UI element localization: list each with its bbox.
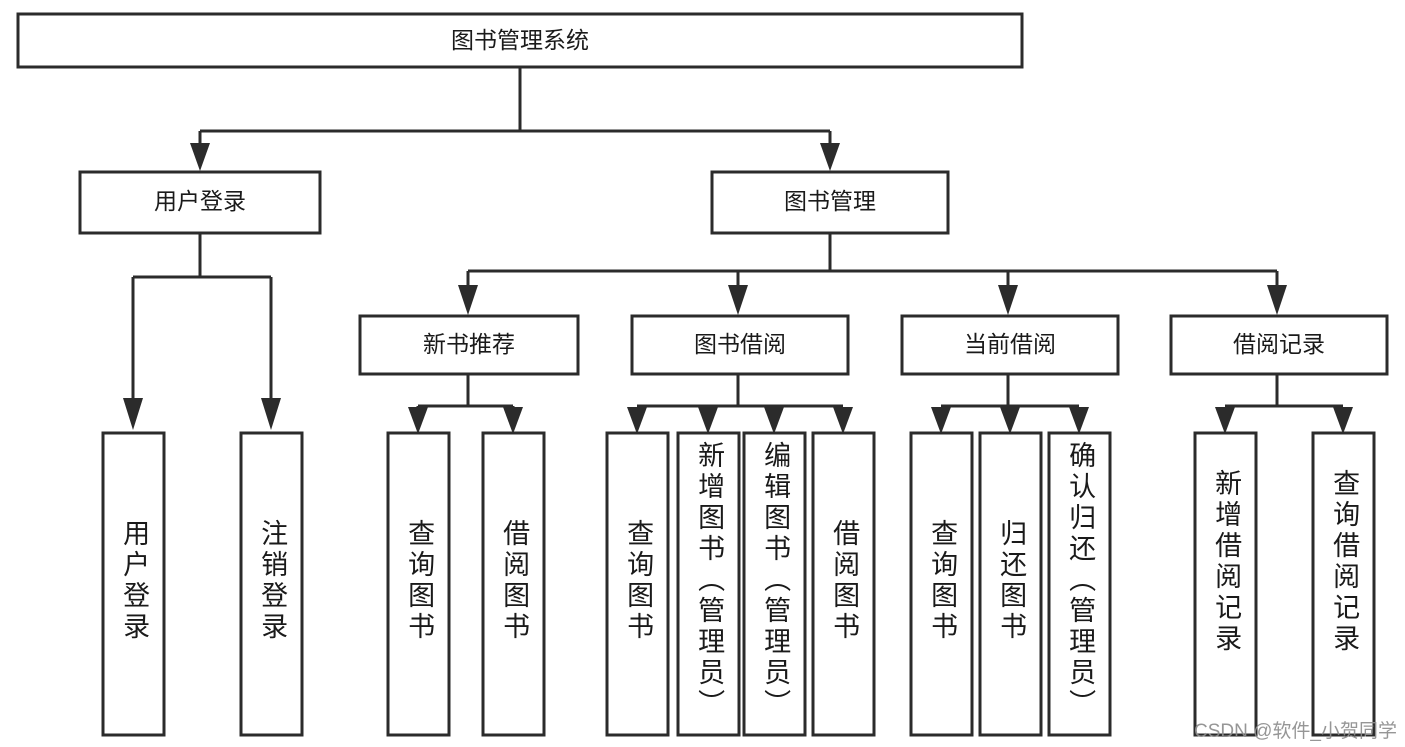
node-current-borrow[interactable]: 当前借阅 <box>900 314 1120 376</box>
arrow-head-leaf-user-logout <box>261 398 281 430</box>
node-book-borrow-box[interactable] <box>630 314 850 376</box>
arrow-head-leaf-borrow-query <box>627 407 647 434</box>
arrow-head-leaf-borrow-lend <box>833 407 853 434</box>
node-book-manage[interactable]: 图书管理 <box>710 170 950 235</box>
arrow-head-borrow-record <box>1267 285 1287 315</box>
node-leaf-current-return-box[interactable] <box>978 431 1043 737</box>
arrow-head-leaf-current-return <box>1000 407 1020 434</box>
node-leaf-current-confirm-box[interactable] <box>1047 431 1112 737</box>
arrow-head-bookmanage <box>820 143 840 171</box>
node-book-borrow[interactable]: 图书借阅 <box>630 314 850 376</box>
arrow-head-leaf-record-add <box>1215 407 1235 434</box>
arrow-head-leaf-rec-query <box>408 407 428 434</box>
node-user-login-label: 用户登录 <box>154 188 246 214</box>
node-leaf-user-logout-box[interactable] <box>239 431 304 737</box>
node-user-login-box[interactable] <box>78 170 322 235</box>
arrow-head-leaf-borrow-add <box>698 407 718 434</box>
arrow-head-new-book-rec <box>458 285 478 315</box>
node-leaf-rec-query-box[interactable] <box>386 431 451 737</box>
arrow-head-leaf-borrow-edit <box>764 407 784 434</box>
node-leaf-record-add-box[interactable] <box>1193 431 1258 737</box>
arrow-head-leaf-rec-borrow <box>503 407 523 434</box>
node-current-borrow-label: 当前借阅 <box>964 331 1056 357</box>
node-leaf-rec-borrow-box[interactable] <box>481 431 546 737</box>
arrow-head-current-borrow <box>998 285 1018 315</box>
node-root-box[interactable] <box>16 12 1024 69</box>
connector-layer <box>123 67 1353 434</box>
node-borrow-record-box[interactable] <box>1169 314 1389 376</box>
node-leaf-borrow-lend-box[interactable] <box>811 431 876 737</box>
node-book-borrow-label: 图书借阅 <box>694 331 786 357</box>
node-leaf-current-query-box[interactable] <box>909 431 974 737</box>
arrow-head-userlogin <box>190 143 210 171</box>
node-new-book-rec-box[interactable] <box>358 314 580 376</box>
node-new-book-rec-label: 新书推荐 <box>423 331 515 357</box>
node-root-label: 图书管理系统 <box>451 27 589 53</box>
arrow-head-leaf-record-query <box>1333 407 1353 434</box>
node-leaf-user-login-box[interactable] <box>101 431 166 737</box>
node-new-book-rec[interactable]: 新书推荐 <box>358 314 580 376</box>
node-book-manage-box[interactable] <box>710 170 950 235</box>
node-leaf-record-query-box[interactable] <box>1311 431 1376 737</box>
node-root[interactable]: 图书管理系统 <box>16 12 1024 69</box>
arrow-head-leaf-user-login <box>123 398 143 430</box>
arrow-head-leaf-current-confirm <box>1069 407 1089 434</box>
node-borrow-record-label: 借阅记录 <box>1233 331 1325 357</box>
node-user-login[interactable]: 用户登录 <box>78 170 322 235</box>
node-leaf-borrow-add-box[interactable] <box>676 431 741 737</box>
node-current-borrow-box[interactable] <box>900 314 1120 376</box>
node-book-manage-label: 图书管理 <box>784 188 876 214</box>
arrow-head-leaf-current-query <box>931 407 951 434</box>
node-leaf-borrow-edit-box[interactable] <box>742 431 807 737</box>
node-borrow-record[interactable]: 借阅记录 <box>1169 314 1389 376</box>
node-leaf-borrow-query-box[interactable] <box>605 431 670 737</box>
arrow-head-book-borrow <box>728 285 748 315</box>
